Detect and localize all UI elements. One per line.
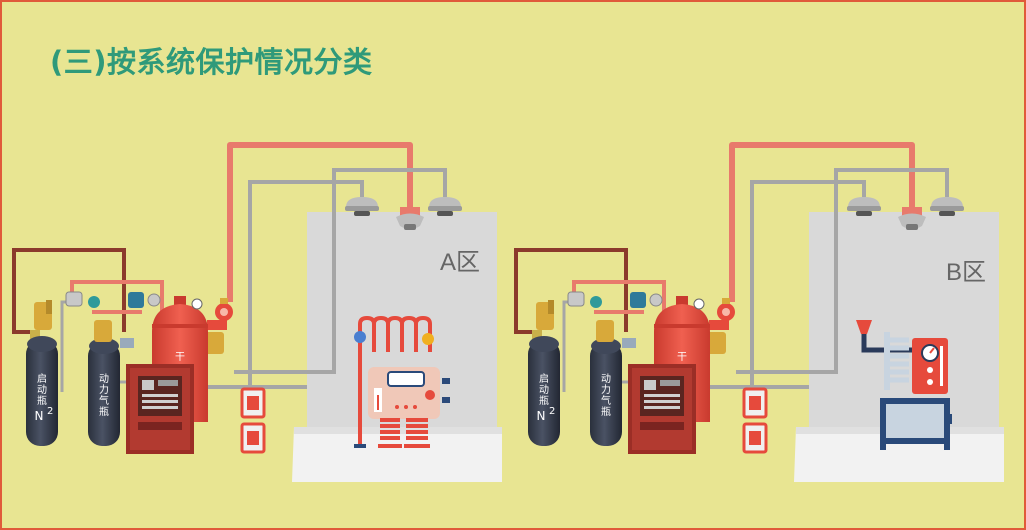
protected-equipment-a <box>354 315 450 448</box>
zone-a-label: A区 <box>440 249 480 276</box>
svg-text:2: 2 <box>549 406 555 417</box>
system-a: 启 动 瓶 N 2 动 力 气 瓶 干 A区 <box>14 145 502 482</box>
svg-text:力: 力 <box>601 383 611 396</box>
svg-text:动: 动 <box>539 384 549 396</box>
svg-text:瓶: 瓶 <box>539 394 549 407</box>
power-bottle-label: 动 力 气 瓶 <box>601 373 611 418</box>
page-title: (三)按系统保护情况分类 <box>50 45 373 79</box>
svg-text:动: 动 <box>37 384 47 396</box>
system-b: 启 动 瓶 N 2 动 力 气 瓶 干 B区 <box>516 145 1004 482</box>
svg-text:2: 2 <box>47 406 53 417</box>
power-bottle-label: 动 力 气 瓶 <box>99 373 109 418</box>
start-bottle-label: 启 动 瓶 N 2 <box>35 372 54 423</box>
svg-text:N: N <box>537 409 546 423</box>
svg-text:瓶: 瓶 <box>99 405 109 418</box>
svg-text:启: 启 <box>37 372 47 385</box>
svg-text:动: 动 <box>601 373 611 385</box>
svg-text:力: 力 <box>99 383 109 396</box>
gear-icon <box>354 331 366 343</box>
protected-equipment-b <box>856 320 952 450</box>
svg-text:瓶: 瓶 <box>601 405 611 418</box>
svg-text:瓶: 瓶 <box>37 394 47 407</box>
gear-icon <box>422 333 434 345</box>
tank-mark: 干 <box>677 352 687 363</box>
svg-text:N: N <box>35 409 44 423</box>
zone-b-label: B区 <box>946 259 986 286</box>
svg-text:动: 动 <box>99 373 109 385</box>
svg-text:启: 启 <box>539 372 549 385</box>
tank-mark: 干 <box>175 352 185 363</box>
svg-text:气: 气 <box>99 394 109 407</box>
svg-text:气: 气 <box>601 394 611 407</box>
start-bottle-label: 启 动 瓶 N 2 <box>537 372 556 423</box>
